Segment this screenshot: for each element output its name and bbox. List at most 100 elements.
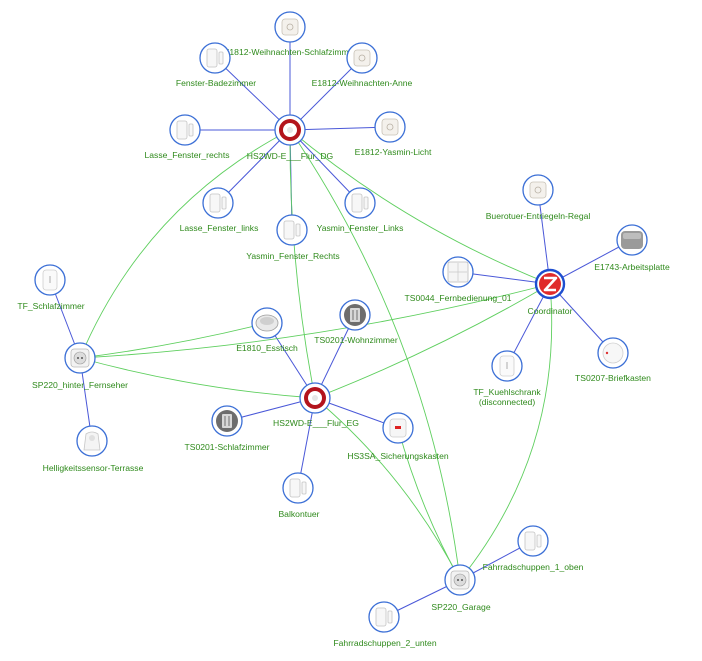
device-label: Fahrradschuppen_2_unten [333,638,436,648]
links-layer [49,27,633,618]
device-label: Coordinator [528,306,573,316]
temperature-sensor-icon [42,269,58,291]
neighbor-link-sp220_garage-coord [459,283,553,581]
device-label: TF_Kuehlschrank [473,387,541,397]
siren-icon [304,387,326,409]
device-node-e1743[interactable]: E1743-Arbeitsplatte [594,224,670,272]
smart-plug-icon [450,570,470,590]
device-label: Buerotuer-Entriegeln-Regal [486,211,591,221]
device-node-hs2wd_eg[interactable]: HS2WD-E___Flur_EG [273,382,359,428]
device-node-ts0201_wohn[interactable]: TS0201-Wohnzimmer [314,299,398,345]
device-label: Lasse_Fenster_links [180,223,259,233]
thermometer-display-icon [216,410,238,432]
child-link-hs2wd_dg-e1812_yasmin [289,126,391,131]
device-label: E1812-Yasmin-Licht [355,147,432,157]
device-node-e1812_yasmin[interactable]: E1812-Yasmin-Licht [355,111,432,157]
thermometer-display-icon [344,304,366,326]
device-label: TS0207-Briefkasten [575,373,651,383]
shortcut-button-icon [529,181,547,199]
device-label: E1812-Weihnachten-Anne [312,78,413,88]
device-node-fahrrad1[interactable]: Fahrradschuppen_1_oben [483,525,584,572]
device-label: Fenster-Badezimmer [176,78,256,88]
device-node-hs3sa[interactable]: HS3SA_Sicherungskasten [347,412,449,461]
device-status-label: (disconnected) [479,397,536,407]
device-label: TS0044_Fernbedienung_01 [404,293,511,303]
water-sensor-icon [602,342,624,364]
neighbor-link-sp220_fern-e1810 [79,322,268,359]
neighbor-link-hs2wd_dg-hs2wd_eg [289,129,316,399]
child-link-hs2wd_dg-e1812_anne [289,57,363,131]
shortcut-button-icon [281,18,299,36]
door-sensor-icon [206,48,224,68]
device-label: Balkontuer [278,509,319,519]
device-node-hs2wd_dg[interactable]: HS2WD-E___Flur_DG [247,114,334,161]
device-node-fahrrad2[interactable]: Fahrradschuppen_2_unten [333,601,437,648]
neighbor-link-hs3sa-sp220_garage [397,427,461,581]
device-node-helligkeit[interactable]: Helligkeitssensor-Terrasse [43,425,144,473]
device-node-fenster_bad[interactable]: Fenster-Badezimmer [176,42,256,88]
shortcut-button-icon [381,118,399,136]
device-label: Lasse_Fenster_rechts [144,150,229,160]
device-node-balkon[interactable]: Balkontuer [278,472,320,519]
device-node-e1812_anne[interactable]: E1812-Weihnachten-Anne [312,42,413,88]
device-label: E1810_Esstisch [236,343,298,353]
door-sensor-icon [176,120,194,140]
dimmer-remote-icon [621,231,643,249]
device-node-ts0044[interactable]: TS0044_Fernbedienung_01 [404,256,512,303]
child-link-coord-buero [537,189,551,285]
device-label: HS2WD-E___Flur_DG [247,151,334,161]
device-node-e1812_wsz[interactable]: E1812-Weihnachten-Schlafzimmer [224,11,357,57]
device-label: SP220_hinter_Fernseher [32,380,128,390]
child-link-hs2wd_dg-yasmin_li [289,129,361,204]
neighbor-link-hs2wd_dg-sp220_garage [289,129,461,581]
smoke-detector-icon [389,418,407,438]
shortcut-button-icon [353,49,371,67]
device-node-ts0201_schlaf[interactable]: TS0201-Schlafzimmer [184,405,270,452]
device-label: E1812-Weihnachten-Schlafzimmer [224,47,357,57]
zigbee-coordinator-icon [539,273,561,295]
device-label: TS0201-Wohnzimmer [314,335,398,345]
device-label: HS3SA_Sicherungskasten [347,451,448,461]
device-label: E1743-Arbeitsplatte [594,262,670,272]
siren-icon [279,119,301,141]
device-node-lasse_re[interactable]: Lasse_Fenster_rechts [144,114,230,160]
door-sensor-icon [209,193,227,213]
door-sensor-icon [289,478,307,498]
remote-control-icon [255,314,279,332]
motion-sensor-icon [83,431,101,451]
device-node-tf_schlaf[interactable]: TF_Schlafzimmer [17,264,85,311]
device-node-yasmin_re[interactable]: Yasmin_Fenster_Rechts [246,214,340,261]
device-node-sp220_garage[interactable]: SP220_Garage [431,564,491,612]
device-node-buero[interactable]: Buerotuer-Entriegeln-Regal [486,174,591,221]
child-link-hs2wd_dg-fenster_bad [214,57,291,131]
device-label: Yasmin_Fenster_Rechts [246,251,339,261]
device-label: HS2WD-E___Flur_EG [273,418,359,428]
device-node-lasse_li[interactable]: Lasse_Fenster_links [180,187,259,233]
device-node-sp220_fern[interactable]: SP220_hinter_Fernseher [32,342,128,390]
device-node-e1810[interactable]: E1810_Esstisch [236,307,298,353]
temperature-sensor-icon [499,355,515,377]
device-node-yasmin_li[interactable]: Yasmin_Fenster_Links [317,187,404,233]
four-button-switch-icon [447,261,469,283]
device-label: Fahrradschuppen_1_oben [483,562,584,572]
device-label: TS0201-Schlafzimmer [184,442,269,452]
neighbor-link-sp220_fern-coord [79,283,551,359]
device-node-ts0207[interactable]: TS0207-Briefkasten [575,337,651,383]
smart-plug-icon [70,348,90,368]
door-sensor-icon [351,193,369,213]
device-node-coord[interactable]: Coordinator [528,268,573,316]
door-sensor-icon [375,607,393,627]
neighbor-link-hs2wd_dg-sp220_fern [79,129,291,359]
child-link-hs2wd_dg-lasse_li [217,129,291,204]
device-label: Helligkeitssensor-Terrasse [43,463,144,473]
neighbor-link-hs2wd_eg-sp220_fern [79,357,316,399]
neighbor-link-hs2wd_eg-coord [314,283,551,399]
device-label: Yasmin_Fenster_Links [317,223,404,233]
door-sensor-icon [524,531,542,551]
door-sensor-icon [283,220,301,240]
neighbor-link-hs2wd_dg-coord [289,129,551,285]
nodes-layer: Coordinator HS2WD-E___Flur_DG HS2WD-E___Fl… [17,11,670,648]
device-node-tf_kuehl[interactable]: TF_Kuehlschrank(disconnected) [473,350,541,407]
device-label: SP220_Garage [431,602,490,612]
